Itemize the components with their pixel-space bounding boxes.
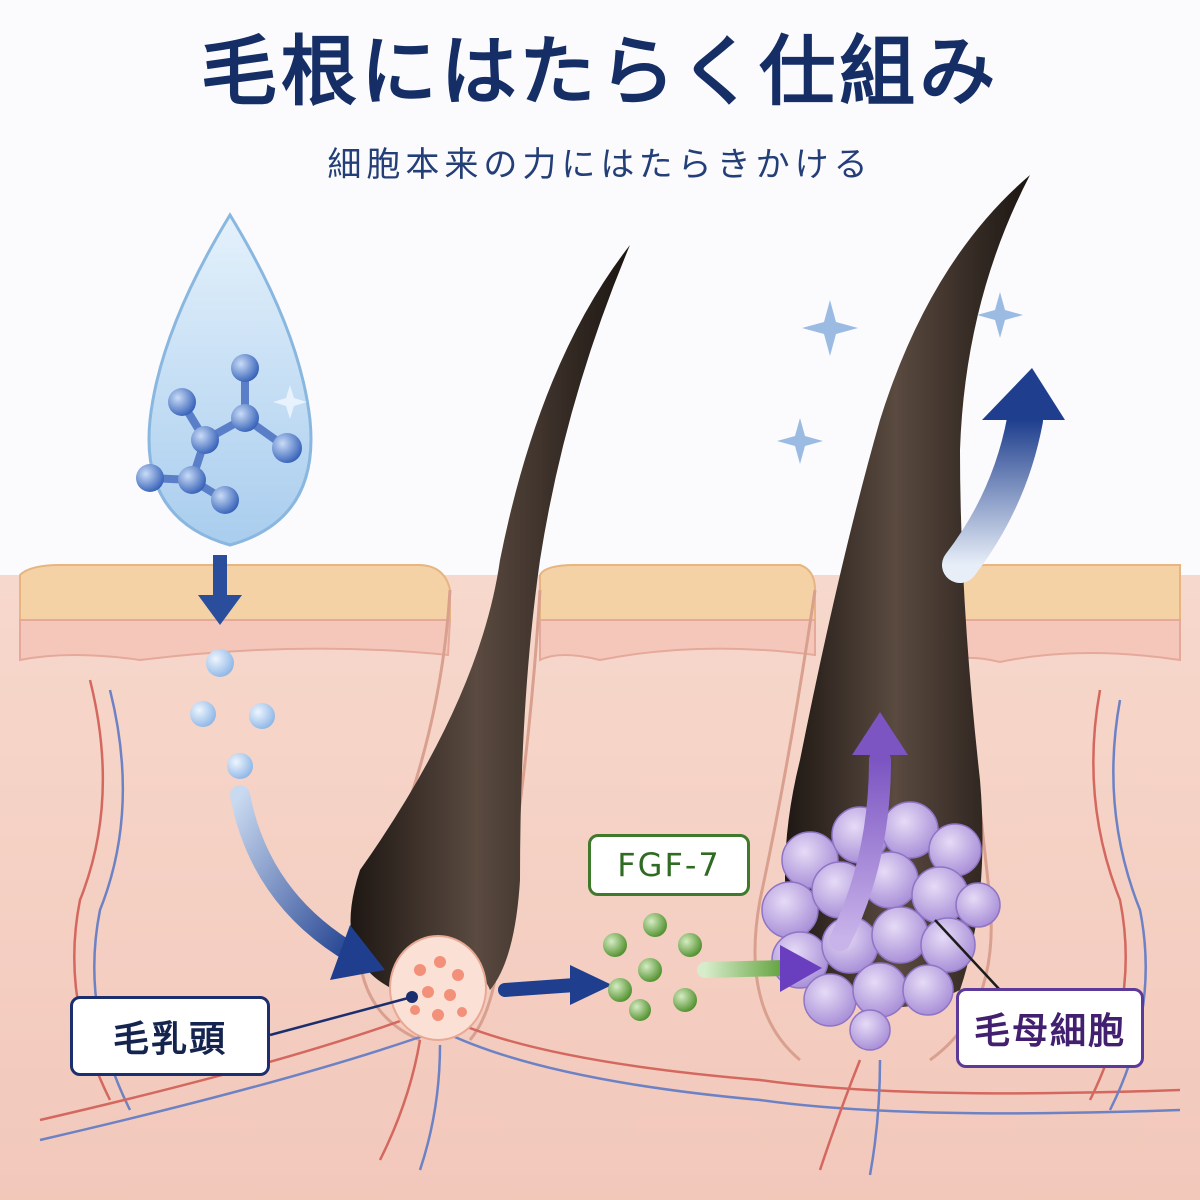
penetrating-droplets [190,649,275,779]
follicle-wall-right [753,589,817,1062]
hair-shaft-right [785,175,1030,1008]
delivery-arrow-icon [230,785,385,980]
signal-arrow-icon [498,965,612,1005]
callout-lines [269,919,1001,1037]
activation-arrow-icon [697,945,822,992]
fgf-7-molecules [603,913,702,1021]
label-dermal-papilla: 毛乳頭 [70,996,270,1076]
page-subtitle: 細胞本来の力にはたらきかける [327,145,873,185]
absorption-arrow-icon [198,555,242,625]
hair-matrix-cell-cluster [761,801,1001,1051]
hair-growth-arrow-icon [942,368,1065,583]
growth-arrow-icon [829,712,908,951]
label-fgf-7: FGF-7 [588,834,750,896]
molecule-icon [136,354,302,514]
hair-shaft-left [350,245,630,990]
page-title: 毛根にはたらく仕組み [200,27,1000,116]
droplet-icon [147,212,313,547]
label-hair-matrix-cells: 毛母細胞 [956,988,1144,1068]
epidermis-layer [19,564,1181,664]
dermal-papilla [389,935,487,1041]
sparkle-icon [273,292,1023,464]
